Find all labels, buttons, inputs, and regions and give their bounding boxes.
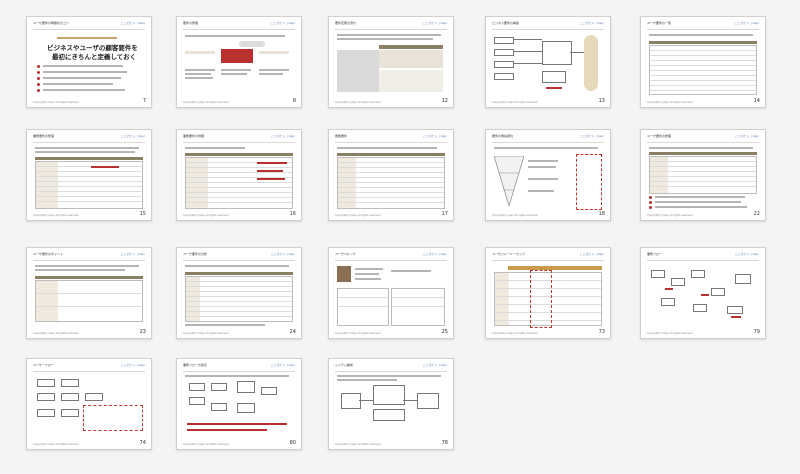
slide-thumbnail[interactable]: ユーザペルソナ ここのヒト | bajo Copyright(c) bajo Al… <box>328 247 454 339</box>
slide-title: 機能要件 <box>335 134 348 138</box>
slide-title: 業務フローの改善 <box>183 363 208 367</box>
slide-footer: Copyright(c) bajo All rights reserved. <box>33 214 80 217</box>
slide-thumbnail[interactable]: 業務要件の整理 ここのヒト | bajo Copyright(c) bajo Al… <box>26 129 152 221</box>
slide-footer: Copyright(c) bajo All rights reserved. <box>33 101 80 104</box>
slide-footer: Copyright(c) bajo All rights reserved. <box>647 332 694 335</box>
logo: ここのヒト | bajo <box>270 363 295 367</box>
slide-footer: Copyright(c) bajo All rights reserved. <box>647 101 694 104</box>
slide-title: ユーザ要件の一覧 <box>647 21 671 25</box>
logo: ここのヒト | bajo <box>422 21 447 25</box>
logo: ここのヒト | bajo <box>120 21 145 25</box>
page-number: 80 <box>289 440 296 446</box>
priority-pyramid <box>494 156 524 206</box>
page-number: 23 <box>139 329 146 335</box>
page-number: 13 <box>598 98 605 104</box>
slide-thumbnail[interactable]: ユーザジャーニーマップ ここのヒト | bajo Copyright(c) baj… <box>485 247 611 339</box>
slide-title: 要件の整理 <box>183 21 199 25</box>
slide-title: 業務要件の詳細 <box>183 134 205 138</box>
cover-line-2: 最初にきちんと定義しておく <box>52 53 137 61</box>
slide-title: 業務要件の整理 <box>33 134 55 138</box>
slide-title: ユーザ要件の分析 <box>183 252 207 256</box>
logo: ここのヒト | bajo <box>422 134 447 138</box>
slide-title: ユーザ要件の明確化のコツ <box>33 21 69 25</box>
slide-title: ユーザジャーニーマップ <box>492 252 525 256</box>
slide-thumbnail[interactable]: 要件定義の流れ ここのヒト | bajo Copyright(c) bajo Al… <box>328 16 454 108</box>
page-number: 8 <box>292 98 296 104</box>
slide-footer: Copyright(c) bajo All rights reserved. <box>492 214 539 217</box>
logo: ここのヒト | bajo <box>270 21 295 25</box>
page-number: 12 <box>441 98 448 104</box>
page-number: 7 <box>142 98 146 104</box>
page-number: 22 <box>753 211 760 217</box>
slide-title: 要件定義の流れ <box>335 21 357 25</box>
logo: ここのヒト | bajo <box>422 363 447 367</box>
slide-footer: Copyright(c) bajo All rights reserved. <box>492 101 539 104</box>
slide-thumbnail[interactable]: ユーザ要件の明確化のコツここのヒト | bajo ビジネスやユーザの顧客要件を … <box>26 16 152 108</box>
slide-thumbnail[interactable]: ユーザ要件の整理 ここのヒト | bajo Copyright(c) bajo A… <box>640 129 766 221</box>
slide-title: システム構成 <box>335 363 353 367</box>
slide-thumbnail[interactable]: システム構成 ここのヒト | bajo Copyright(c) bajo All… <box>328 358 454 450</box>
page-number: 17 <box>441 211 448 217</box>
slide-title: ユーザーフロー <box>33 363 54 367</box>
page-number: 18 <box>598 211 605 217</box>
slide-thumbnail[interactable]: 業務フロー ここのヒト | bajo Copyright(c) bajo All … <box>640 247 766 339</box>
cover-line-1: ビジネスやユーザの顧客要件を <box>47 44 138 52</box>
logo: ここのヒト | bajo <box>579 252 604 256</box>
logo: ここのヒト | bajo <box>734 252 759 256</box>
slide-footer: Copyright(c) bajo All rights reserved. <box>492 332 539 335</box>
logo: ここのヒト | bajo <box>120 252 145 256</box>
slide-footer: Copyright(c) bajo All rights reserved. <box>183 443 230 446</box>
slide-thumbnail[interactable]: ユーザ要件のポイント ここのヒト | bajo Copyright(c) bajo… <box>26 247 152 339</box>
slide-footer: Copyright(c) bajo All rights reserved. <box>33 332 80 335</box>
slide-thumbnail[interactable]: ユーザ要件の一覧 ここのヒト | bajo Copyright(c) bajo A… <box>640 16 766 108</box>
slide-thumbnail[interactable]: 業務要件の詳細 ここのヒト | bajo Copyright(c) bajo Al… <box>176 129 302 221</box>
slide-footer: Copyright(c) bajo All rights reserved. <box>33 443 80 446</box>
slide-footer: Copyright(c) bajo All rights reserved. <box>183 101 230 104</box>
slide-title: ユーザ要件の整理 <box>647 134 671 138</box>
slide-title: ユーザペルソナ <box>335 252 356 256</box>
logo: ここのヒト | bajo <box>579 21 604 25</box>
logo: ここのヒト | bajo <box>270 134 295 138</box>
slide-footer: Copyright(c) bajo All rights reserved. <box>335 214 382 217</box>
persona-photo <box>337 266 351 282</box>
slide-thumbnail[interactable]: 業務フローの改善 ここのヒト | bajo Copyright(c) bajo A… <box>176 358 302 450</box>
slide-thumbnail[interactable]: 機能要件 ここのヒト | bajo Copyright(c) bajo All r… <box>328 129 454 221</box>
slide-footer: Copyright(c) bajo All rights reserved. <box>183 332 230 335</box>
page-number: 74 <box>139 440 146 446</box>
logo: ここのヒト | bajo <box>120 363 145 367</box>
logo: ここのヒト | bajo <box>270 252 295 256</box>
slide-title: 要件の優先順位 <box>492 134 514 138</box>
slide-footer: Copyright(c) bajo All rights reserved. <box>335 332 382 335</box>
logo: ここのヒト | bajo <box>120 134 145 138</box>
page-number: 24 <box>289 329 296 335</box>
slide-title: ユーザ要件のポイント <box>33 252 63 256</box>
page-number: 15 <box>139 211 146 217</box>
slide-footer: Copyright(c) bajo All rights reserved. <box>335 101 382 104</box>
slide-thumbnail[interactable]: 要件の整理 ここのヒト | bajo Copyright(c) bajo All … <box>176 16 302 108</box>
slide-thumbnail[interactable]: ビジネス要件の構造 ここのヒト | bajo Copyright(c) bajo … <box>485 16 611 108</box>
page-number: 25 <box>441 329 448 335</box>
logo: ここのヒト | bajo <box>579 134 604 138</box>
logo: ここのヒト | bajo <box>734 21 759 25</box>
page-number: 78 <box>441 440 448 446</box>
logo: ここのヒト | bajo <box>422 252 447 256</box>
slide-thumbnail[interactable]: ユーザーフロー ここのヒト | bajo Copyright(c) bajo Al… <box>26 358 152 450</box>
slide-thumbnail[interactable]: ユーザ要件の分析 ここのヒト | bajo Copyright(c) bajo A… <box>176 247 302 339</box>
page-number: 16 <box>289 211 296 217</box>
slide-thumbnail[interactable]: 要件の優先順位 ここのヒト | bajo Copyright(c) bajo Al… <box>485 129 611 221</box>
page-number: 79 <box>753 329 760 335</box>
slide-footer: Copyright(c) bajo All rights reserved. <box>183 214 230 217</box>
logo: ここのヒト | bajo <box>734 134 759 138</box>
slide-footer: Copyright(c) bajo All rights reserved. <box>335 443 382 446</box>
slide-footer: Copyright(c) bajo All rights reserved. <box>647 214 694 217</box>
page-number: 14 <box>753 98 760 104</box>
slide-title: ビジネス要件の構造 <box>492 21 520 25</box>
page-number: 73 <box>598 329 605 335</box>
slide-title: 業務フロー <box>647 252 663 256</box>
